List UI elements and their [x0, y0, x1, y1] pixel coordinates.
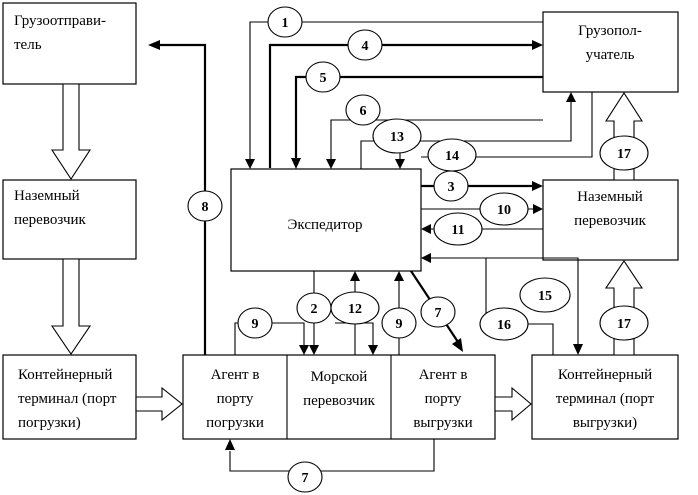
flow-badge-17-bottom: 17: [599, 305, 649, 341]
box-agent-unload: Агент в порту выгрузки: [413, 367, 472, 431]
sea-carrier-line-1: Морской: [311, 369, 368, 385]
flow-badge-4: 4: [347, 29, 383, 61]
flow-badge-11: 11: [433, 212, 483, 246]
agent-unload-line-1: Агент в: [419, 367, 468, 383]
agent-load-line-1: Агент в: [211, 367, 260, 383]
svg-text:14: 14: [445, 149, 459, 164]
box-land-carrier-right: Наземный перевозчик: [542, 179, 679, 261]
svg-text:7: 7: [435, 306, 442, 321]
land-carrier-left-line-1: Наземный: [14, 188, 80, 204]
flow-badge-10: 10: [479, 192, 529, 226]
agent-unload-line-3: выгрузки: [413, 415, 472, 431]
flow-badge-14: 14: [427, 138, 477, 172]
flow-badge-8: 8: [187, 190, 223, 222]
hollow-arrow-landcarrier-down: [50, 258, 92, 355]
terminal-right-line-2: терминал (порт: [556, 391, 655, 407]
box-terminal-right: Контейнерный терминал (порт выгрузки): [531, 354, 679, 440]
svg-text:17: 17: [617, 317, 631, 332]
flow-badge-15: 15: [519, 277, 571, 313]
flow-badge-2: 2: [296, 292, 332, 324]
svg-text:5: 5: [320, 71, 327, 86]
flow-badge-7-diagonal: 7: [420, 296, 456, 328]
svg-text:1: 1: [282, 16, 289, 31]
hollow-arrow-terminal-to-agent: [135, 386, 183, 422]
consignee-line-2: учатель: [586, 47, 635, 63]
hollow-arrow-agent-to-terminal: [494, 386, 532, 422]
svg-text:3: 3: [448, 180, 455, 195]
agent-unload-line-2: порту: [425, 391, 462, 407]
svg-text:6: 6: [360, 104, 367, 119]
svg-text:8: 8: [202, 200, 209, 215]
sea-carrier-line-2: перевозчик: [303, 393, 376, 409]
land-carrier-right-line-2: перевозчик: [574, 213, 647, 229]
flow-badge-5: 5: [305, 61, 341, 93]
flow-badge-9-left: 9: [237, 307, 273, 339]
agent-load-line-3: погрузки: [206, 415, 264, 431]
flow-badge-3: 3: [433, 170, 469, 202]
box-terminal-left: Контейнерный терминал (порт погрузки): [2, 354, 137, 440]
svg-text:15: 15: [538, 289, 552, 304]
flow-badge-16: 16: [479, 307, 529, 341]
flow-badge-12: 12: [330, 291, 380, 325]
terminal-left-line-3: погрузки): [18, 415, 81, 431]
svg-text:12: 12: [348, 302, 362, 317]
svg-text:16: 16: [497, 318, 511, 333]
shipper-line-2: тель: [14, 37, 42, 53]
land-carrier-right-line-1: Наземный: [577, 189, 643, 205]
box-land-carrier-left: Наземный перевозчик: [2, 179, 137, 260]
terminal-left-line-1: Контейнерный: [18, 367, 112, 383]
box-ports-group: [182, 354, 496, 440]
box-shipper: Грузоотправи- тель: [2, 2, 137, 85]
flow-badge-9-right: 9: [381, 307, 417, 339]
box-consignee: Грузопол- учатель: [542, 11, 679, 93]
svg-text:9: 9: [252, 317, 259, 332]
svg-text:2: 2: [311, 302, 318, 317]
flow-badge-13: 13: [372, 118, 422, 154]
svg-text:11: 11: [451, 223, 464, 238]
shipper-line-1: Грузоотправи-: [14, 13, 106, 29]
flow-badge-6: 6: [345, 94, 381, 126]
svg-text:4: 4: [362, 39, 369, 54]
svg-text:13: 13: [390, 130, 404, 145]
flow-badge-1: 1: [267, 6, 303, 38]
svg-text:10: 10: [497, 203, 511, 218]
terminal-right-line-1: Контейнерный: [558, 367, 652, 383]
box-forwarder: Экспедитор: [230, 168, 422, 272]
consignee-line-1: Грузопол-: [578, 23, 642, 39]
land-carrier-left-line-2: перевозчик: [14, 212, 87, 228]
terminal-right-line-3: выгрузки): [573, 415, 637, 431]
svg-text:17: 17: [617, 147, 631, 162]
hollow-arrow-shipper-down: [50, 83, 92, 181]
forwarder-label: Экспедитор: [288, 217, 363, 233]
svg-text:7: 7: [302, 471, 309, 486]
agent-load-line-2: порту: [217, 391, 254, 407]
box-agent-load: Агент в порту погрузки: [206, 367, 264, 431]
box-sea-carrier: Морской перевозчик: [303, 369, 376, 409]
terminal-left-line-2: терминал (порт: [18, 391, 117, 407]
svg-text:9: 9: [396, 317, 403, 332]
flow-badge-7-bottom: 7: [287, 461, 323, 493]
flow-badge-17-top: 17: [599, 135, 649, 171]
